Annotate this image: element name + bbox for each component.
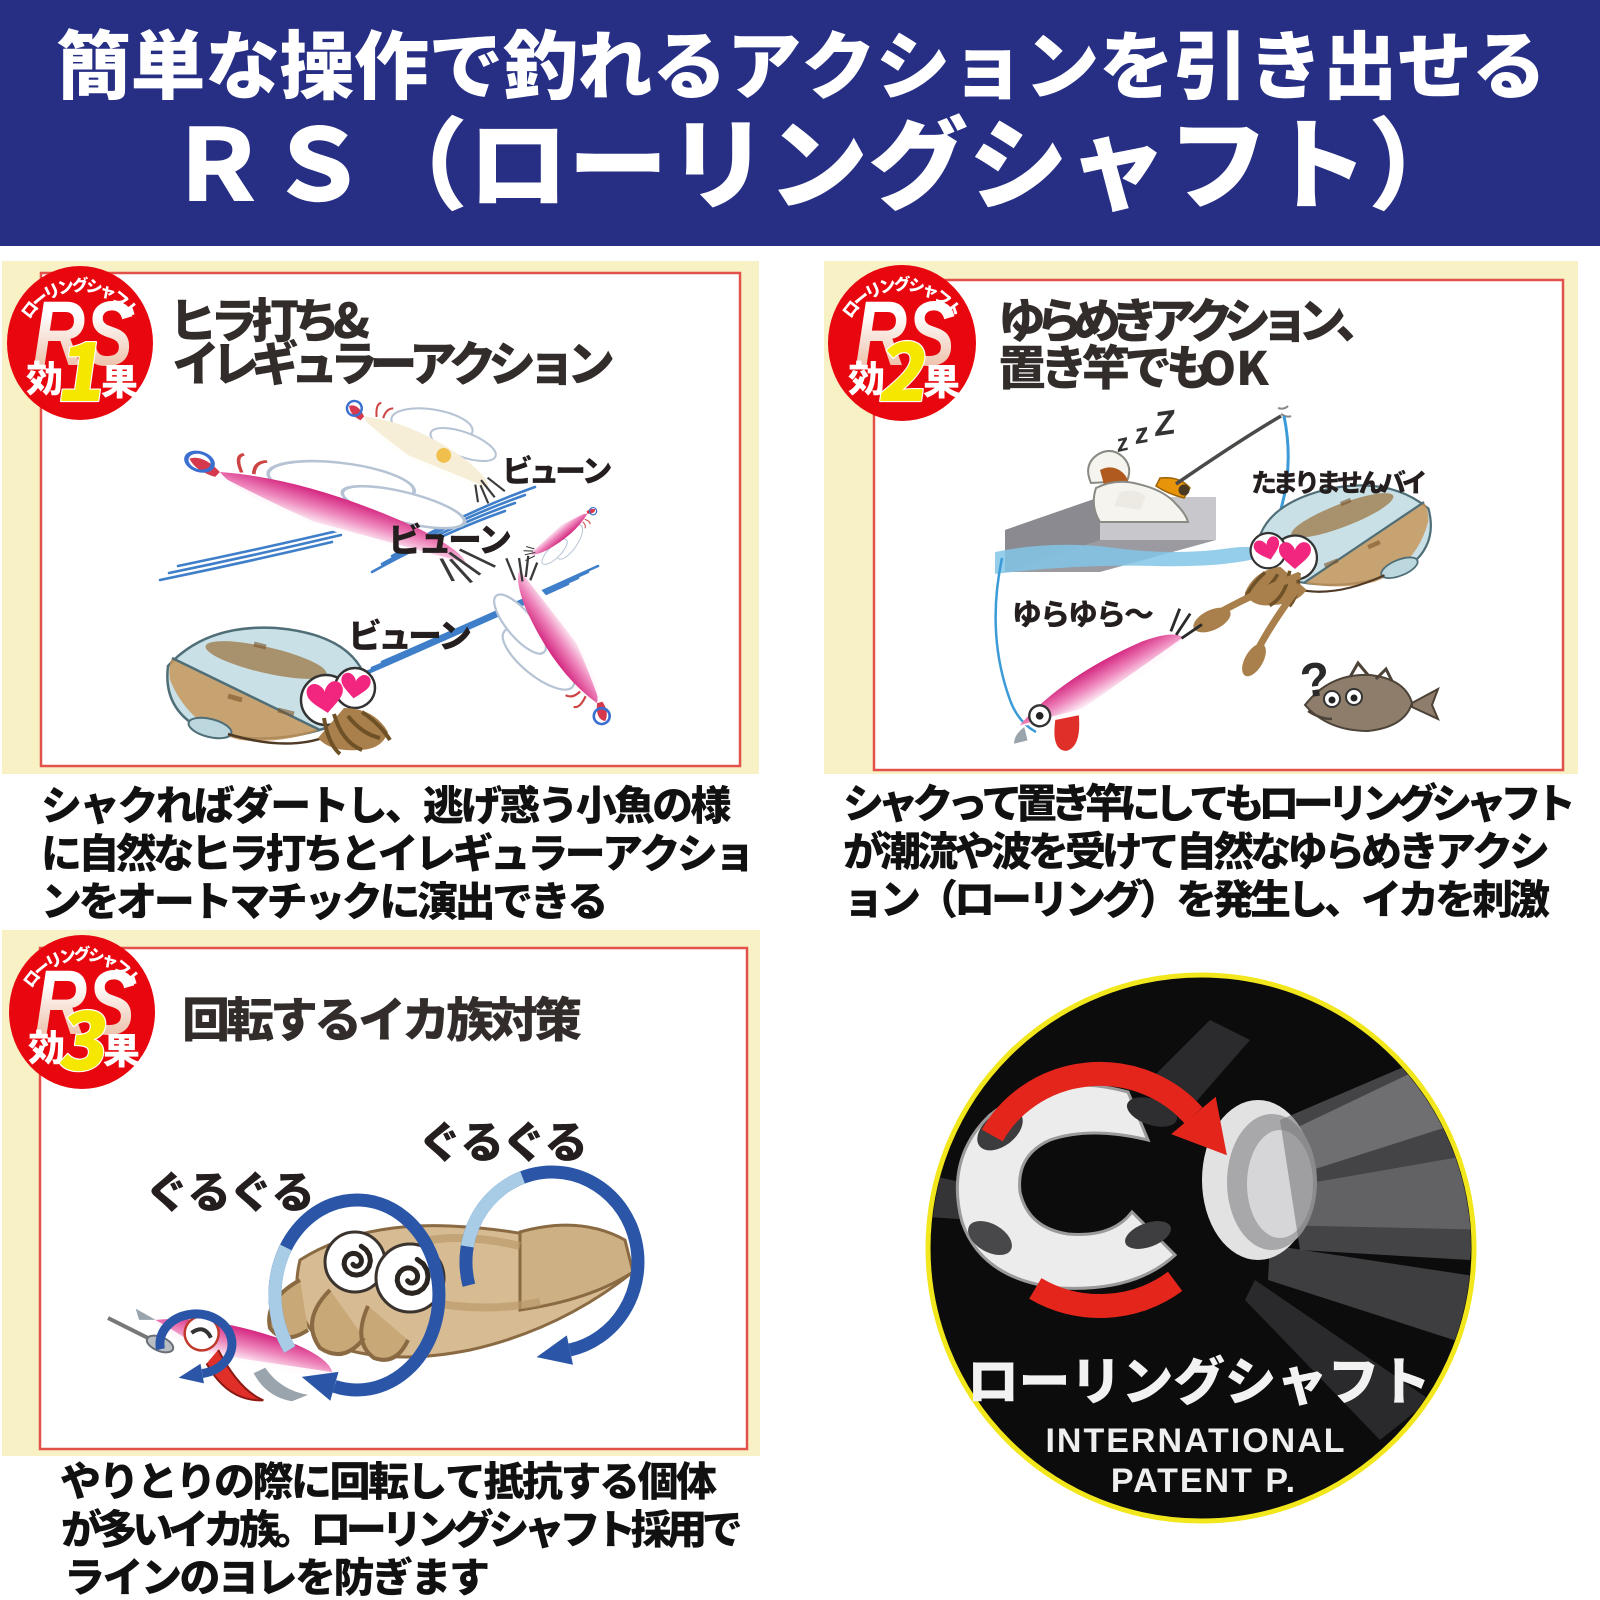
svg-text:z: z [1113,429,1131,458]
svg-text:INTERNATIONAL: INTERNATIONAL [1045,1422,1346,1460]
svg-text:PATENT P.: PATENT P. [1111,1462,1297,1500]
svg-text:z: z [1131,417,1151,450]
svg-text:?: ? [1297,652,1333,709]
